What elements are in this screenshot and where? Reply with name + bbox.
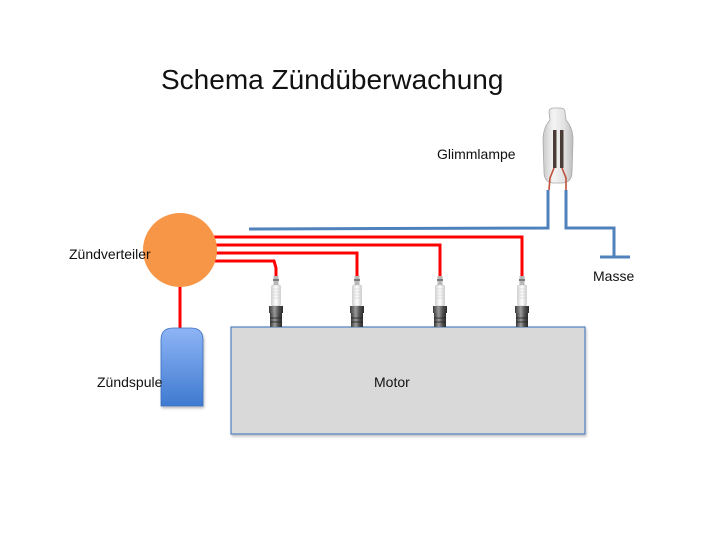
label-ground: Masse bbox=[593, 268, 635, 284]
label-glow-lamp: Glimmlampe bbox=[437, 146, 516, 162]
distributor bbox=[143, 213, 217, 287]
label-engine: Motor bbox=[374, 374, 410, 390]
label-ignition-coil: Zündspule bbox=[97, 374, 163, 390]
label-distributor: Zündverteiler bbox=[69, 246, 151, 262]
spark-plug bbox=[515, 276, 529, 327]
diagram-title: Schema Zündüberwachung bbox=[161, 64, 504, 95]
spark-plug bbox=[350, 276, 364, 327]
glow-lamp bbox=[542, 107, 574, 191]
ignition-wire-4 bbox=[214, 235, 524, 276]
ignition-wire-2 bbox=[214, 251, 359, 276]
ignition-wire-3 bbox=[214, 243, 442, 276]
sense-wire-left bbox=[248, 190, 550, 231]
spark-plug bbox=[433, 276, 447, 327]
ignition-wire-1 bbox=[214, 259, 278, 276]
spark-plug bbox=[269, 276, 283, 327]
sense-wire-ground bbox=[564, 190, 616, 256]
engine-block bbox=[230, 326, 586, 435]
ignition-coil bbox=[160, 327, 204, 407]
